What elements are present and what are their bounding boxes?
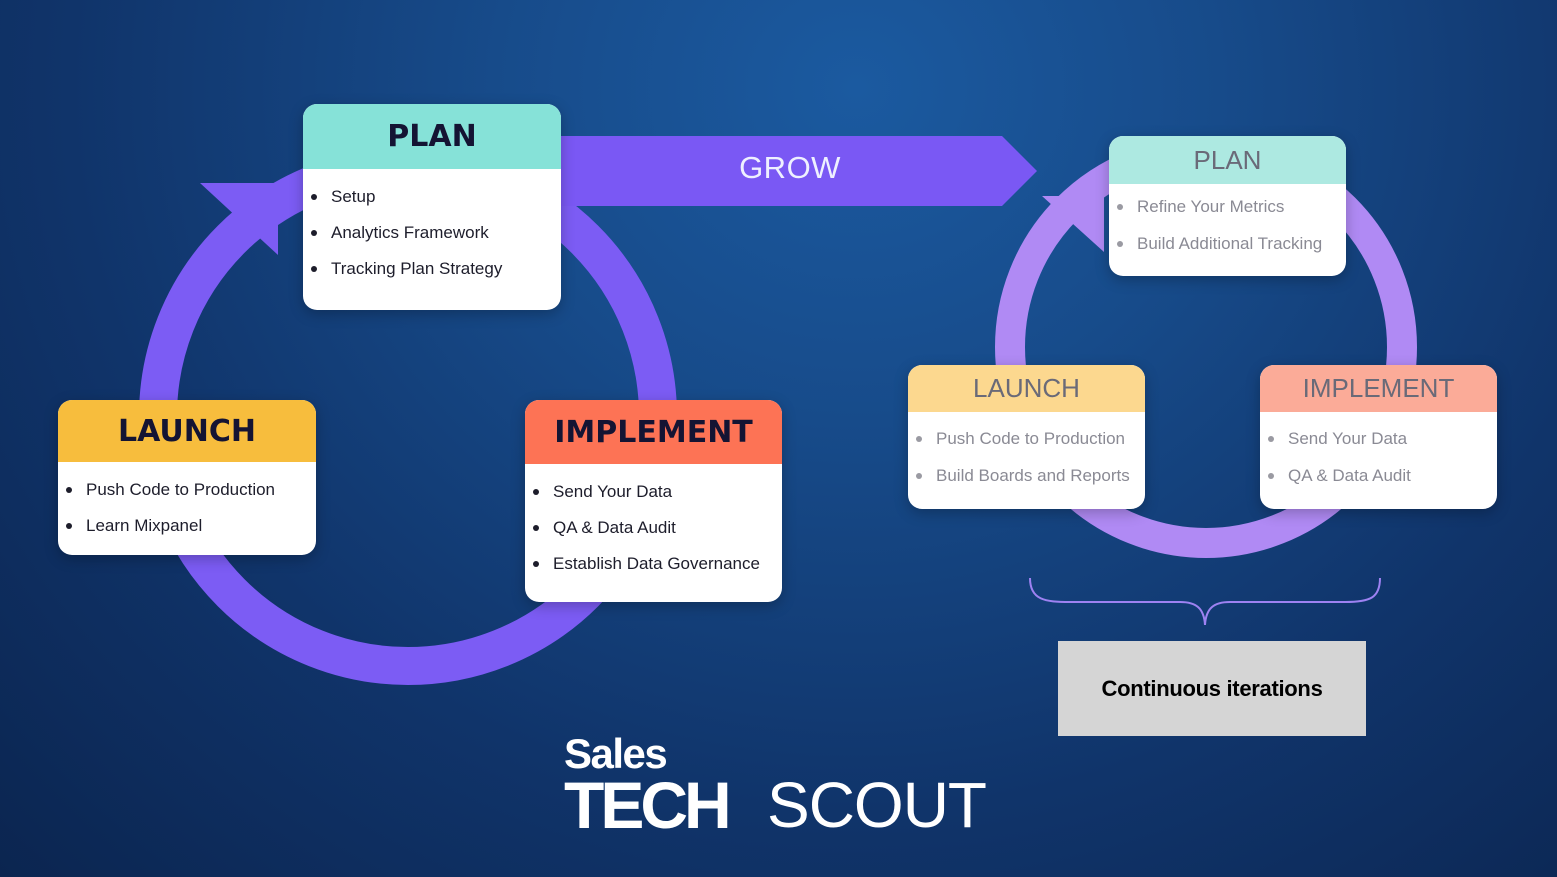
launch-card-title: LAUNCH [58,400,316,462]
second-cycle-arrowhead [1042,196,1104,252]
plan-2-item: Build Additional Tracking [1137,225,1346,262]
launch-card-2-title: LAUNCH [908,365,1145,412]
grow-label: GROW [739,150,841,185]
launch-2-item: Build Boards and Reports [936,457,1145,494]
logo-line-tech: TECH [564,768,732,842]
implement-item: Send Your Data [553,474,782,510]
launch-card-list: Push Code to Production Learn Mixpanel [58,462,316,544]
implement-card-2-title: IMPLEMENT [1260,365,1497,412]
plan-card-2-list: Refine Your Metrics Build Additional Tra… [1109,184,1346,262]
iteration-brace [1029,577,1381,626]
implement-2-item: Send Your Data [1288,420,1497,457]
launch-card: LAUNCH Push Code to Production Learn Mix… [58,400,316,555]
continuous-iterations-box: Continuous iterations [1058,641,1366,736]
plan-2-item: Refine Your Metrics [1137,188,1346,225]
logo-line-scout: SCOUT [767,769,987,841]
implement-card-2: IMPLEMENT Send Your Data QA & Data Audit [1260,365,1497,509]
first-cycle-arrowhead [200,183,278,255]
launch-2-item: Push Code to Production [936,420,1145,457]
implement-card-2-list: Send Your Data QA & Data Audit [1260,412,1497,494]
implement-item: Establish Data Governance [553,546,782,582]
plan-item: Analytics Framework [331,215,561,251]
plan-card-title: PLAN [303,104,561,169]
grow-arrow [555,136,1037,206]
logo-line-sales: Sales [564,730,668,777]
implement-card: IMPLEMENT Send Your Data QA & Data Audit… [525,400,782,602]
plan-card: PLAN Setup Analytics Framework Tracking … [303,104,561,310]
implement-card-list: Send Your Data QA & Data Audit Establish… [525,464,782,582]
launch-item: Learn Mixpanel [86,508,316,544]
plan-item: Setup [331,179,561,215]
plan-card-list: Setup Analytics Framework Tracking Plan … [303,169,561,287]
plan-card-2-title: PLAN [1109,136,1346,184]
plan-item: Tracking Plan Strategy [331,251,561,287]
plan-card-2: PLAN Refine Your Metrics Build Additiona… [1109,136,1346,276]
launch-card-2-list: Push Code to Production Build Boards and… [908,412,1145,494]
launch-card-2: LAUNCH Push Code to Production Build Boa… [908,365,1145,509]
implement-item: QA & Data Audit [553,510,782,546]
implement-card-title: IMPLEMENT [525,400,782,464]
implement-2-item: QA & Data Audit [1288,457,1497,494]
launch-item: Push Code to Production [86,472,316,508]
